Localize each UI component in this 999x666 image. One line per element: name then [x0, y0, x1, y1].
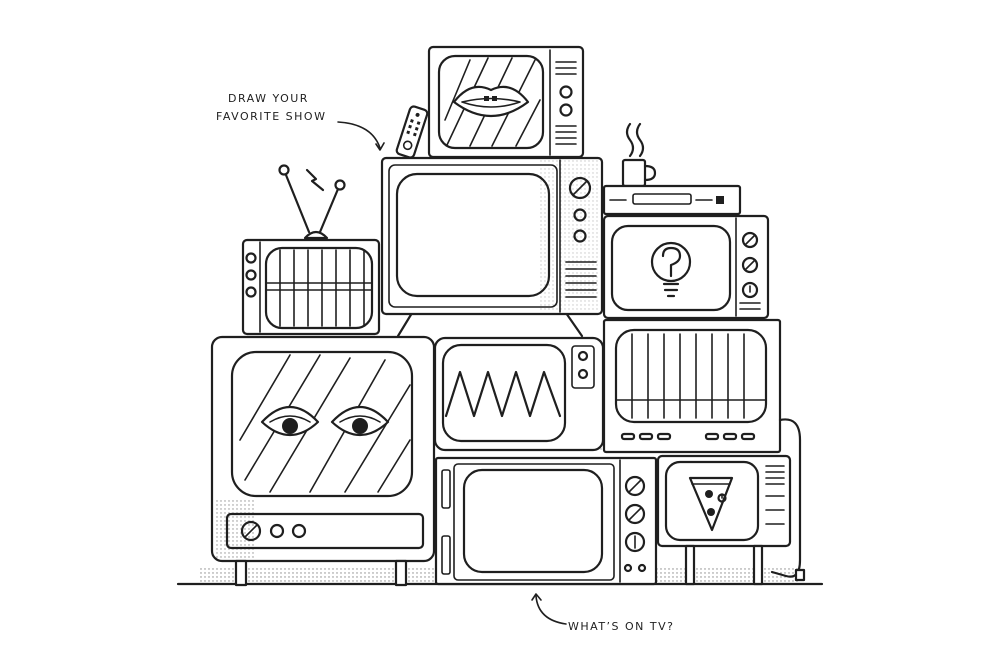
grid-screen	[265, 249, 373, 327]
lightning-icon	[305, 168, 325, 192]
tv-bottom-center	[434, 456, 658, 586]
tv-left-small	[241, 164, 381, 336]
lips-screen	[444, 57, 541, 147]
arrow-to-top-tv	[337, 121, 381, 149]
blank-screen-top	[395, 172, 551, 298]
tv-top-small	[427, 45, 585, 159]
bars-screen	[615, 333, 767, 419]
annotation-draw-line1: DRAW YOUR	[228, 92, 309, 105]
arrow-to-bottom-tv	[535, 595, 567, 625]
annotation-draw-line2: FAVORITE SHOW	[216, 110, 327, 123]
left-eye	[260, 406, 320, 436]
remote-control-icon	[395, 105, 429, 159]
tv-left-big	[210, 335, 436, 587]
power-cable	[770, 418, 802, 578]
tv-top-large	[380, 156, 604, 338]
zigzag-wave	[444, 370, 562, 418]
annotation-whats-on: WHAT’S ON TV?	[568, 620, 675, 633]
coffee-mug-icon	[621, 122, 657, 188]
lightbulb-question-icon	[650, 241, 692, 298]
arrow-head-bottom	[531, 593, 542, 601]
right-eye	[330, 406, 390, 436]
tv-center-mid	[433, 336, 605, 452]
tv-bottom-right	[656, 454, 792, 586]
arrow-head-top	[375, 142, 385, 151]
blank-screen-bottom	[462, 468, 604, 574]
tv-right-mid	[602, 214, 770, 320]
pizza-slice-icon	[688, 476, 734, 532]
eyes-screen	[239, 354, 411, 493]
tv-right-big	[602, 318, 782, 454]
vcr-player	[602, 184, 742, 216]
